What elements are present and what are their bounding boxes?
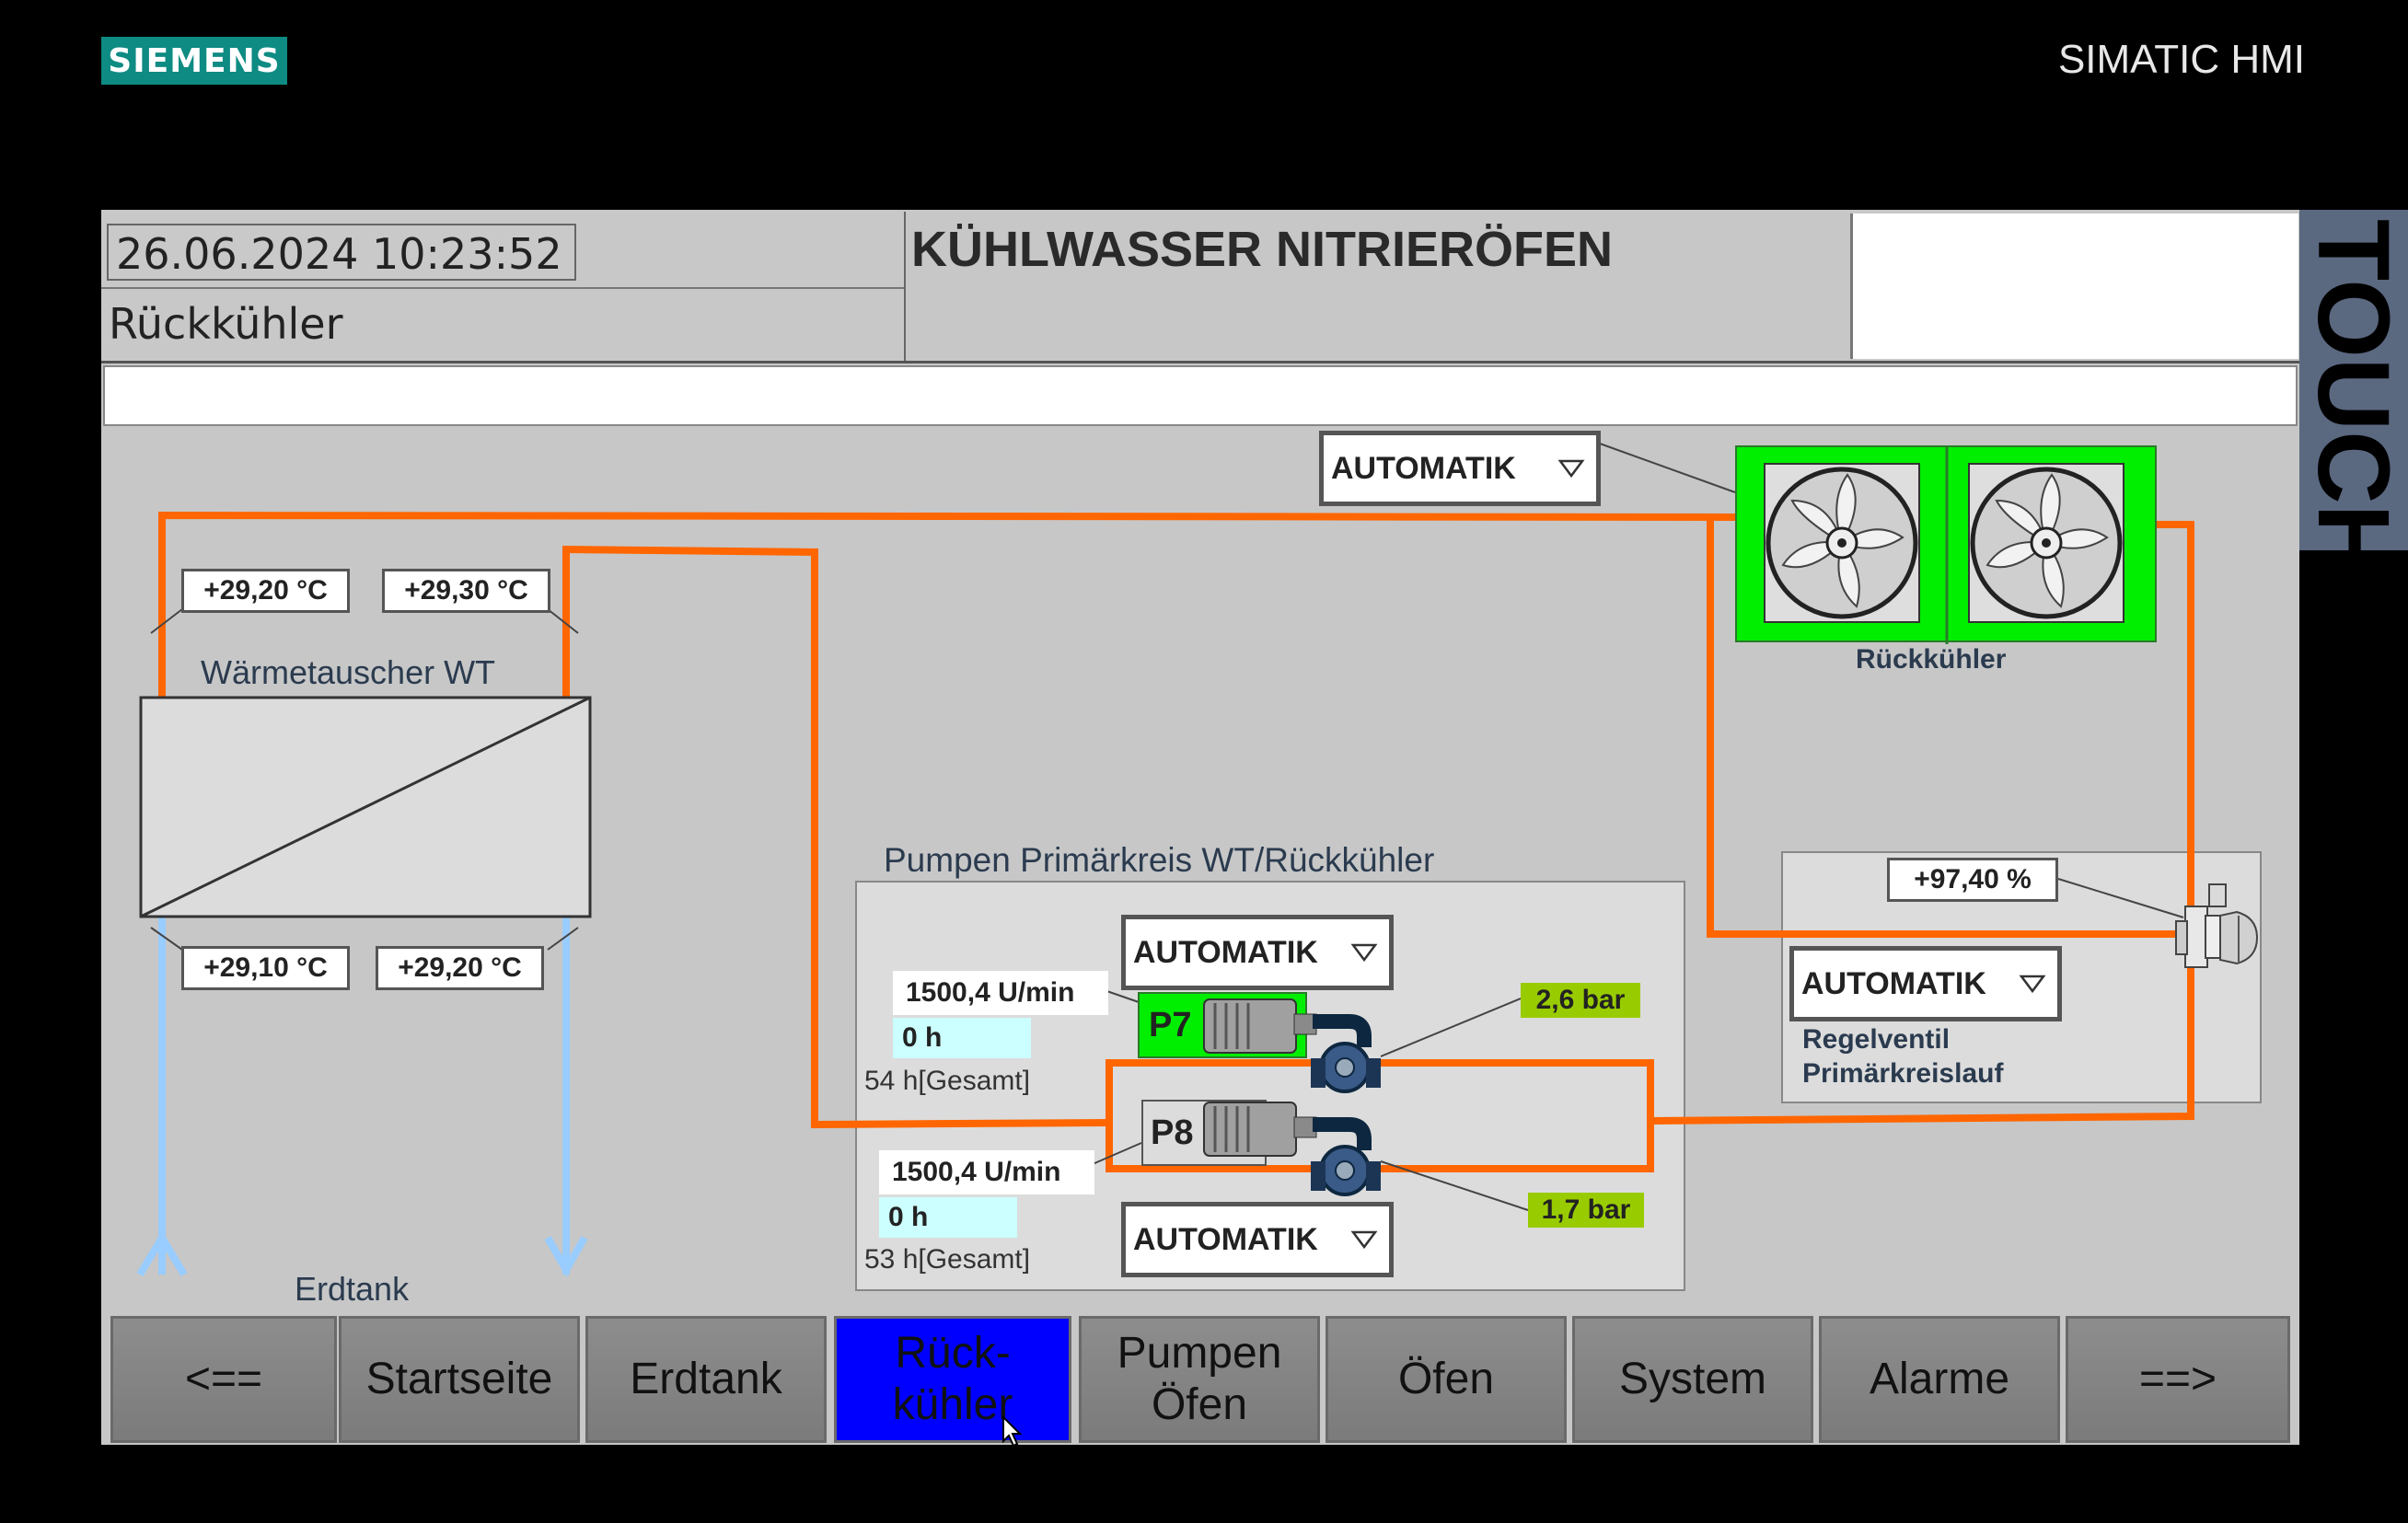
p7-speed: 1500,4 U/min: [893, 971, 1108, 1015]
chevron-down-icon: [1557, 459, 1585, 479]
valve-mode-dropdown[interactable]: AUTOMATIK: [1789, 946, 2062, 1021]
erdtank-label: Erdtank: [295, 1270, 410, 1308]
cooler-unit[interactable]: [1735, 445, 2157, 644]
simatic-hmi-label: SIMATIC HMI: [2057, 37, 2305, 82]
connector-lines: [150, 443, 2184, 1211]
cooler-mode-dropdown[interactable]: AUTOMATIK: [1319, 431, 1601, 506]
temp-wt-inlet-left: +29,20 °C: [181, 569, 350, 613]
valve-label-line1: Regelventil: [1802, 1024, 1951, 1055]
nav-rueckkuehler-line2: kühler: [892, 1380, 1013, 1429]
cooler-label: Rückkühler: [1856, 644, 2007, 675]
nav-alarme-button[interactable]: Alarme: [1819, 1316, 2060, 1443]
p7-total-hours: 54 h[Gesamt]: [864, 1066, 1031, 1096]
cursor-icon: [1002, 1415, 1023, 1448]
p8-hours: 0 h: [879, 1197, 1017, 1238]
pump-icon: [1203, 1102, 1381, 1196]
nav-system-button[interactable]: System: [1572, 1316, 1813, 1443]
p8-mode-value: AUTOMATIK: [1133, 1221, 1318, 1257]
temp-wt-outlet-right: +29,20 °C: [376, 946, 544, 990]
chevron-down-icon: [2019, 975, 2046, 994]
nav-pumpen-line2: Öfen: [1151, 1380, 1248, 1429]
p8-speed: 1500,4 U/min: [879, 1150, 1094, 1194]
touch-badge: TOUCH: [2297, 210, 2408, 577]
pump-icon: [1203, 998, 1381, 1093]
control-valve-icon[interactable]: [2172, 879, 2259, 975]
p8-pressure: 1,7 bar: [1528, 1193, 1644, 1228]
page-title: KÜHLWASSER NITRIERÖFEN: [911, 222, 1614, 277]
nav-back-button[interactable]: <==: [110, 1316, 337, 1443]
nav-erdtank-button[interactable]: Erdtank: [585, 1316, 827, 1443]
touch-label: TOUCH: [2297, 219, 2408, 578]
nav-pumpen-oefen-button[interactable]: Pumpen Öfen: [1079, 1316, 1320, 1443]
siemens-logo: SIEMENS: [101, 37, 287, 85]
p7-mode-dropdown[interactable]: AUTOMATIK: [1121, 915, 1394, 990]
nav-pumpen-line1: Pumpen: [1117, 1329, 1282, 1378]
temp-wt-inlet-right: +29,30 °C: [382, 569, 550, 613]
chevron-down-icon: [1350, 1230, 1378, 1250]
nav-forward-button[interactable]: ==>: [2066, 1316, 2290, 1443]
p8-name: P8: [1151, 1113, 1194, 1152]
p7-mode-value: AUTOMATIK: [1133, 934, 1318, 970]
header-logo-area: [1850, 213, 2298, 359]
p8-mode-dropdown[interactable]: AUTOMATIK: [1121, 1202, 1394, 1277]
heat-exchanger-label: Wärmetauscher WT: [201, 653, 496, 691]
temp-wt-outlet-left: +29,10 °C: [181, 946, 350, 990]
header-separator: [101, 287, 904, 289]
valve-position: +97,40 %: [1887, 858, 2058, 902]
fan-icon: [1764, 447, 2124, 644]
header-divider: [101, 361, 2299, 363]
ground-pipes: [136, 916, 588, 1278]
valve-label: Regelventil Primärkreislauf: [1802, 1022, 2003, 1090]
chevron-down-icon: [1350, 943, 1378, 963]
nav-home-button[interactable]: Startseite: [339, 1316, 580, 1443]
valve-mode-value: AUTOMATIK: [1801, 965, 1986, 1001]
valve-label-line2: Primärkreislauf: [1802, 1058, 2004, 1089]
screen-name: Rückkühler: [109, 299, 343, 349]
datetime-display: 26.06.2024 10:23:52: [107, 224, 576, 281]
heat-exchanger: [139, 696, 592, 918]
p7-hours: 0 h: [893, 1018, 1031, 1058]
p8-total-hours: 53 h[Gesamt]: [864, 1244, 1031, 1275]
cooler-mode-value: AUTOMATIK: [1331, 450, 1516, 486]
pump-group-label: Pumpen Primärkreis WT/Rückkühler: [884, 841, 1435, 879]
nav-rueckkuehler-line1: Rück-: [895, 1329, 1011, 1378]
p7-pressure: 2,6 bar: [1521, 983, 1640, 1018]
nav-rueckkuehler-button[interactable]: Rück- kühler: [834, 1316, 1071, 1443]
nav-oefen-button[interactable]: Öfen: [1326, 1316, 1567, 1443]
p7-name: P7: [1149, 1005, 1192, 1044]
message-bar[interactable]: [103, 365, 2298, 426]
